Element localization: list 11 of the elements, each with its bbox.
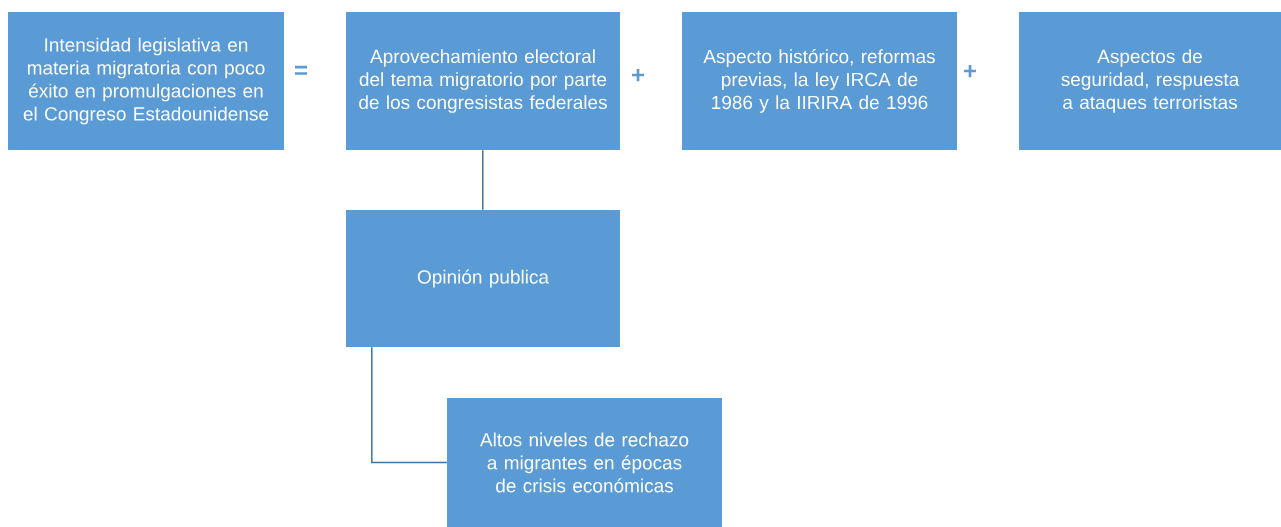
text-box: Aprovechamiento electoral del tema migratorio por parte de los congresistas federales [346,12,620,150]
text-box: Aspecto histórico, reformas previas, la ley IRCA de 1986 y la IIRIRA de 1996 [682,12,957,150]
text-box: Altos niveles de rechazo a migrantes en épocas de crisis económicas [447,398,722,527]
text-box: Intensidad legislativa en materia migratoria con poco éxito en promulgaciones en el Congreso Estadounidense [8,12,284,150]
operator-sign: = [295,65,308,75]
operator-sign: + [964,64,977,78]
connector-line [482,149,484,211]
connector-line [371,346,448,464]
text-box: Opinión publica [346,210,620,347]
operator-sign: + [632,68,645,82]
text-box: Aspectos de seguridad, respuesta a ataques terroristas [1019,12,1281,150]
